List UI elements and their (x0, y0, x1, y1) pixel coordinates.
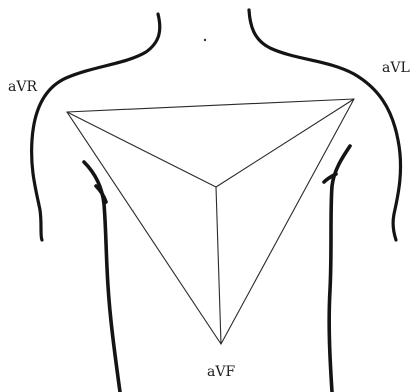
avr-axis-line (67, 112, 216, 187)
arm-lines (84, 146, 350, 392)
avr-label: aVR (8, 79, 37, 95)
avf-label: aVF (207, 364, 235, 380)
speck-mark (204, 39, 206, 41)
avl-label: aVL (382, 60, 410, 76)
right-neck-shoulder-line (249, 10, 401, 240)
speck-mark (132, 210, 134, 212)
avf-axis-line (216, 187, 221, 344)
triangle-left-edge (67, 112, 221, 344)
right-inner-arm-line (329, 146, 350, 392)
triangle-top-edge (67, 99, 354, 112)
triangle-right-edge (221, 99, 354, 344)
